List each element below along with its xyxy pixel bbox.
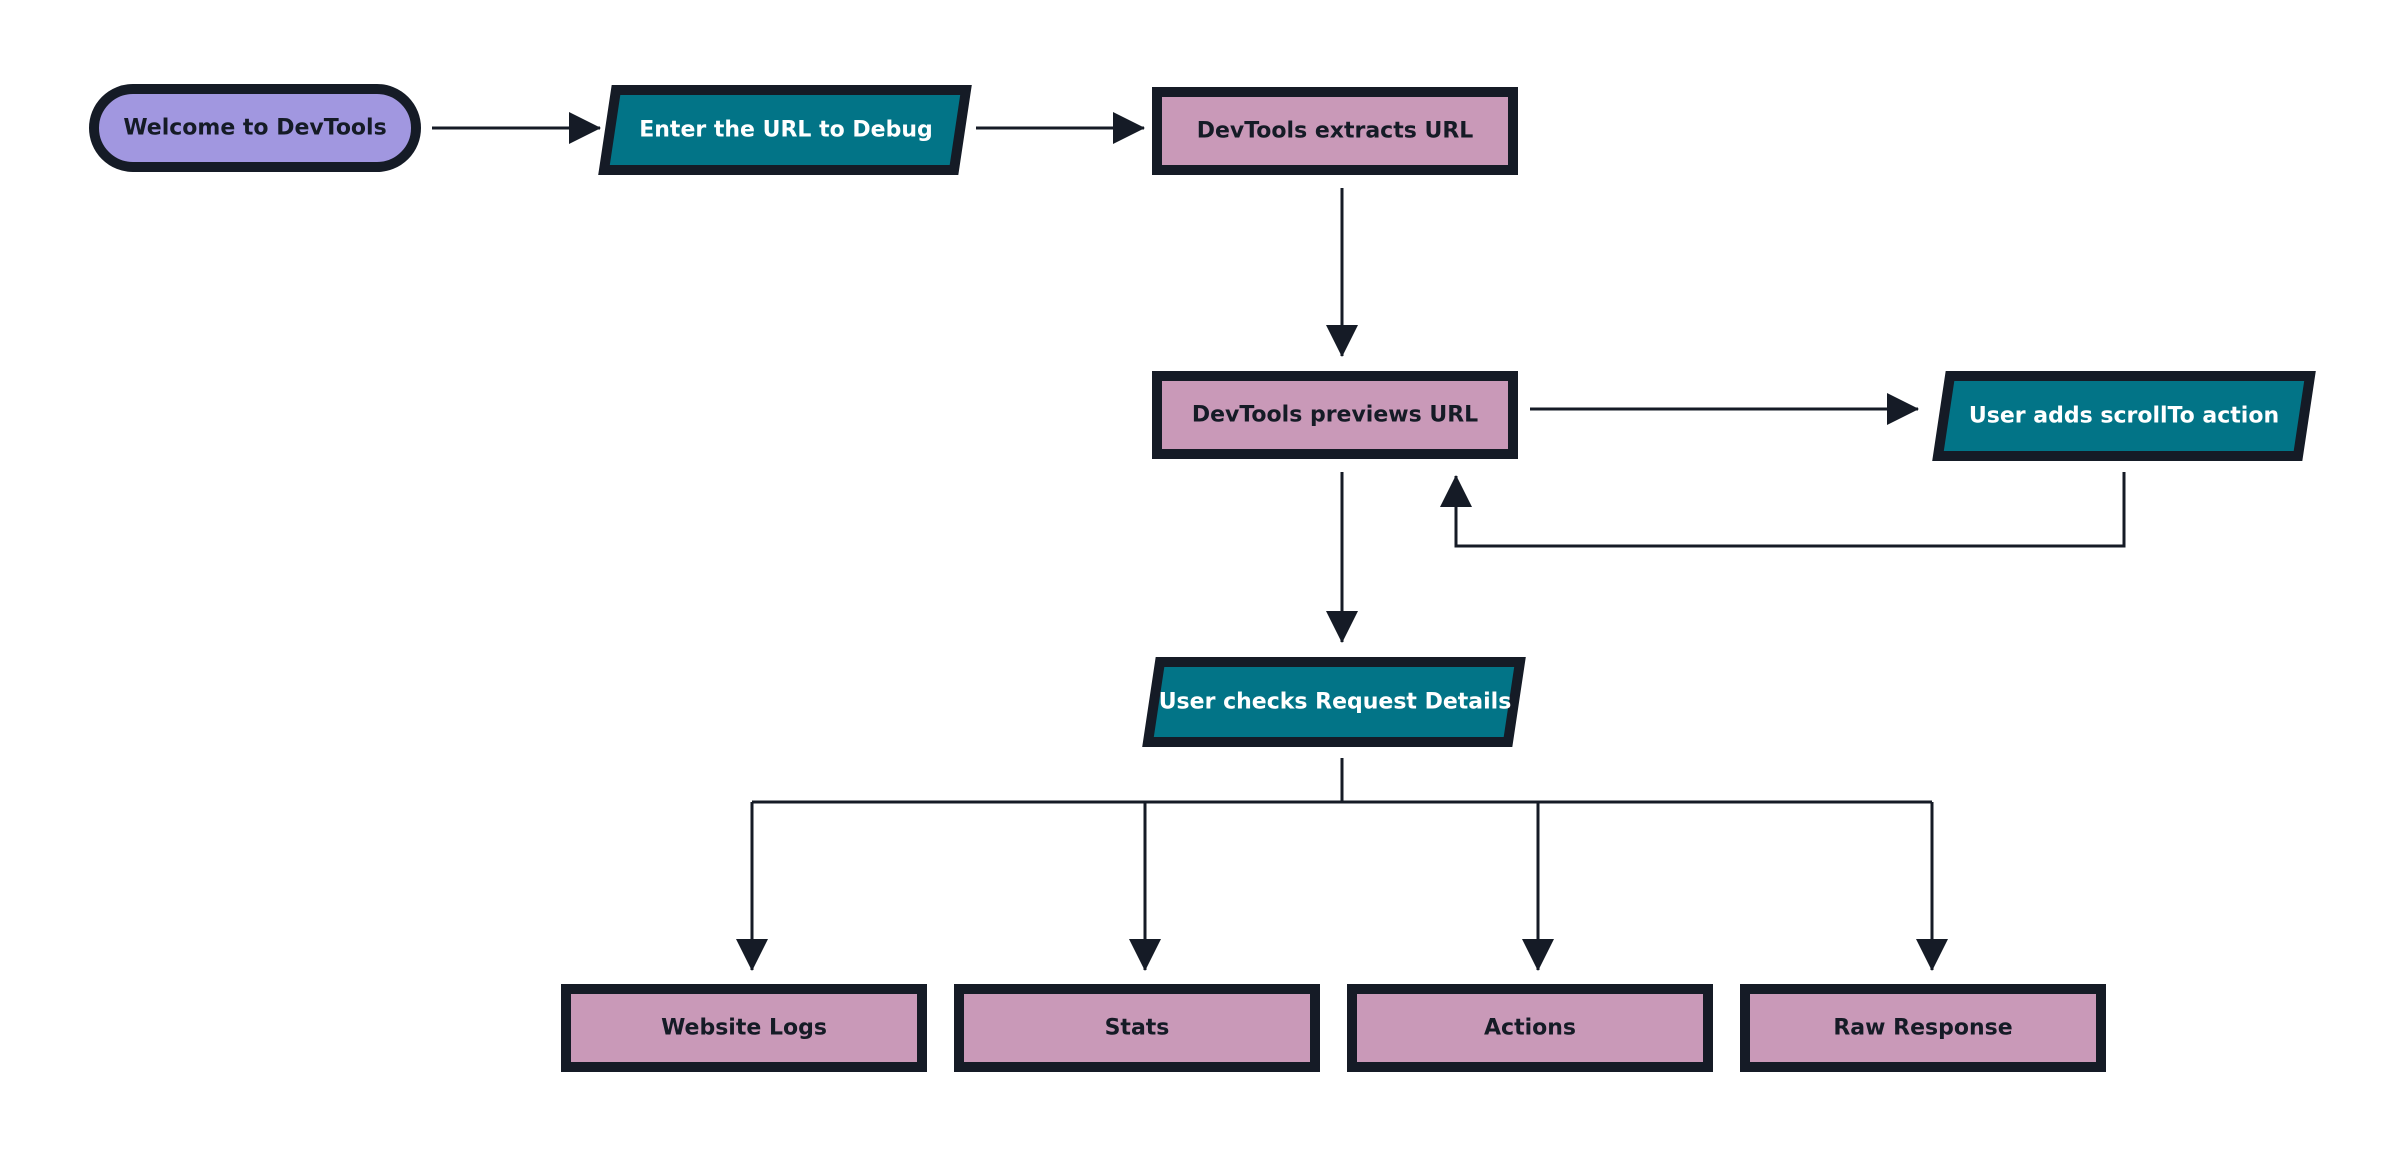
node-website-logs-shape xyxy=(561,984,927,1072)
node-extract-url-label: DevTools extracts URL xyxy=(1197,119,1474,144)
node-enter-url[interactable]: Enter the URL to Debug xyxy=(598,85,972,175)
node-preview-url[interactable]: DevTools previews URL xyxy=(1152,371,1518,459)
node-actions[interactable]: Actions xyxy=(1347,984,1713,1072)
node-extract-url[interactable]: DevTools extracts URL xyxy=(1152,87,1518,175)
node-raw-response-label: Raw Response xyxy=(1833,1016,2012,1041)
node-enter-url-shape xyxy=(598,85,972,175)
node-start[interactable]: Welcome to DevTools xyxy=(89,84,421,172)
node-scroll-action-label: User adds scrollTo action xyxy=(1969,404,2279,429)
node-raw-response-shape xyxy=(1740,984,2106,1072)
node-scroll-action[interactable]: User adds scrollTo action xyxy=(1932,371,2316,461)
node-preview-url-shape xyxy=(1152,371,1518,459)
node-extract-url-shape xyxy=(1152,87,1518,175)
node-actions-shape xyxy=(1347,984,1713,1072)
node-start-label: Welcome to DevTools xyxy=(123,116,386,141)
nodes: Welcome to DevTools Enter the URL to Deb… xyxy=(89,84,2316,1072)
node-actions-label: Actions xyxy=(1484,1016,1576,1041)
node-scroll-action-shape xyxy=(1932,371,2316,461)
node-raw-response[interactable]: Raw Response xyxy=(1740,984,2106,1072)
edge-scroll-action-to-preview-url xyxy=(1440,472,2126,548)
edges xyxy=(432,112,2126,971)
node-stats-label: Stats xyxy=(1105,1016,1170,1041)
node-stats-shape xyxy=(954,984,1320,1072)
node-request-details-label: User checks Request Details xyxy=(1159,690,1512,715)
node-request-details-shape xyxy=(1142,657,1526,747)
node-start-shape xyxy=(89,84,421,172)
node-website-logs[interactable]: Website Logs xyxy=(561,984,927,1072)
node-request-details[interactable]: User checks Request Details xyxy=(1142,657,1526,747)
node-enter-url-label: Enter the URL to Debug xyxy=(639,118,933,143)
node-preview-url-label: DevTools previews URL xyxy=(1192,403,1478,428)
node-website-logs-label: Website Logs xyxy=(661,1016,827,1041)
node-stats[interactable]: Stats xyxy=(954,984,1320,1072)
